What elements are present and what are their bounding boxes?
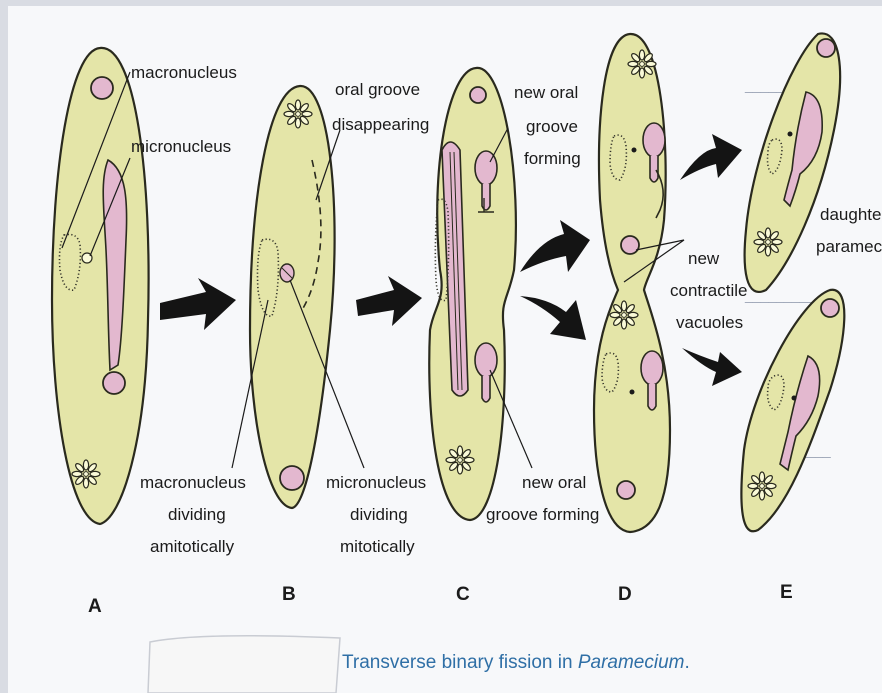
label-new-oral-top-1: new oral bbox=[514, 83, 578, 102]
vacuole-icon bbox=[628, 50, 656, 78]
label-new-cv-3: vacuoles bbox=[676, 313, 743, 332]
label-new-cv-2: contractile bbox=[670, 281, 747, 300]
paramecium-stage-a bbox=[52, 48, 149, 524]
label-oral-groove-1: oral groove bbox=[335, 80, 420, 99]
contractile-vacuole bbox=[280, 466, 304, 490]
vacuole-icon bbox=[446, 446, 474, 474]
label-macronucleus: macronucleus bbox=[131, 63, 237, 82]
contractile-vacuole bbox=[621, 236, 639, 254]
vacuole-icon bbox=[284, 100, 312, 128]
label-daughter-2: paramecia bbox=[816, 237, 882, 256]
stage-label-d: D bbox=[618, 584, 632, 605]
figure-caption: Transverse binary fission in Paramecium. bbox=[342, 652, 690, 673]
stage-label-e: E bbox=[780, 582, 793, 603]
label-macro-div-2: dividing bbox=[168, 505, 226, 524]
label-micro-div-3: mitotically bbox=[340, 537, 415, 556]
vacuole-icon bbox=[72, 460, 100, 488]
label-new-oral-bot-1: new oral bbox=[522, 473, 586, 492]
label-micro-div-1: micronucleus bbox=[326, 473, 426, 492]
label-new-oral-bot-2: groove forming bbox=[486, 505, 599, 524]
label-daughter-1: daughter bbox=[820, 205, 882, 224]
vacuole-icon bbox=[610, 301, 638, 329]
label-macro-div-3: amitotically bbox=[150, 537, 235, 556]
label-oral-groove-2: disappearing bbox=[332, 115, 429, 134]
paper-patch bbox=[148, 636, 340, 693]
label-micro-div-2: dividing bbox=[350, 505, 408, 524]
stage-label-c: C bbox=[456, 584, 470, 605]
contractile-vacuole bbox=[91, 77, 113, 99]
label-micronucleus: micronucleus bbox=[131, 137, 231, 156]
label-new-oral-top-3: forming bbox=[524, 149, 581, 168]
label-new-cv-1: new bbox=[688, 249, 720, 268]
label-macro-div-1: macronucleus bbox=[140, 473, 246, 492]
label-new-oral-top-2: groove bbox=[526, 117, 578, 136]
stage-label-b: B bbox=[282, 584, 296, 605]
vacuole-icon bbox=[748, 472, 776, 500]
vacuole-icon bbox=[754, 228, 782, 256]
stage-label-a: A bbox=[88, 596, 102, 617]
